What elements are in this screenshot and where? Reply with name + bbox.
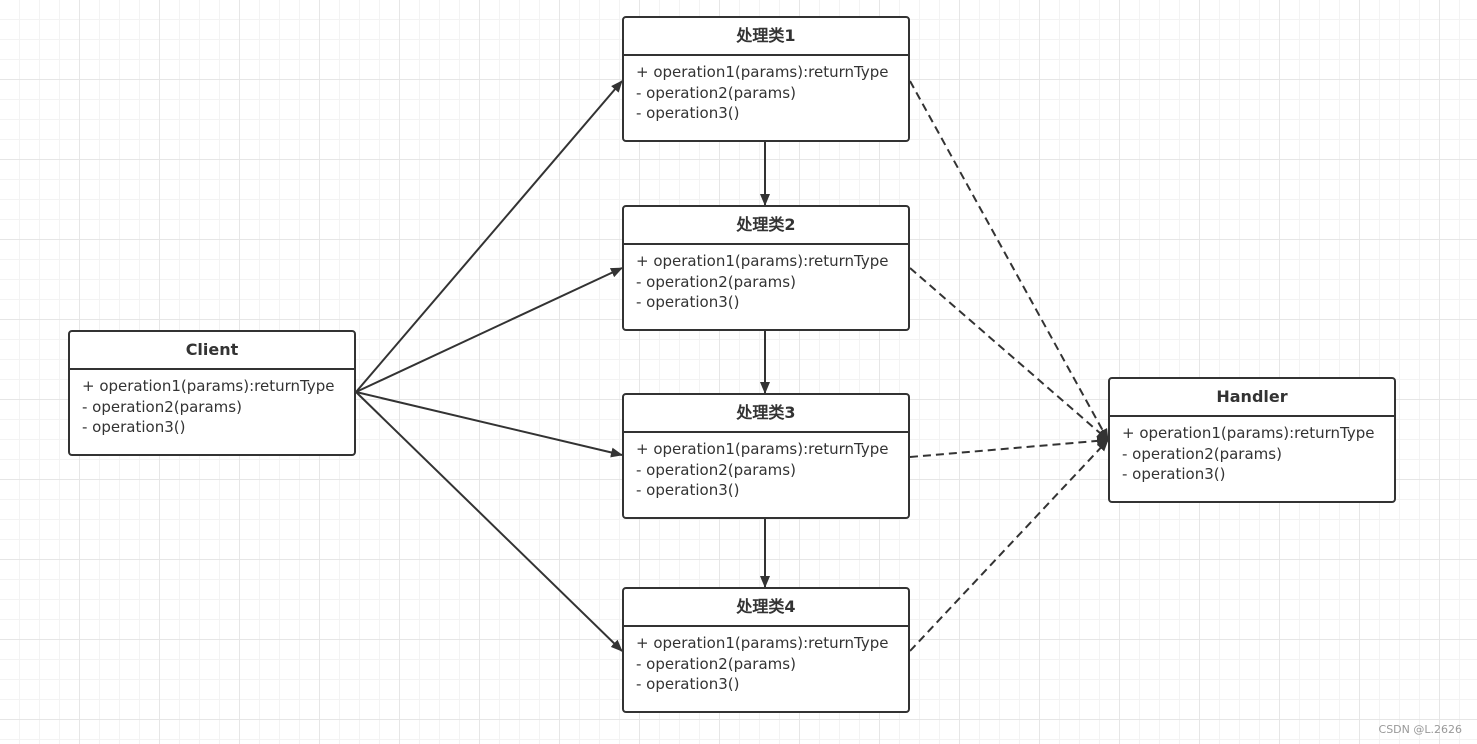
class-box-handler3[interactable]: 处理类3 + operation1(params):returnType - o… [622,393,910,519]
association-client-handler1 [355,80,623,393]
class-member: + operation1(params):returnType [636,252,889,270]
association-client-handler4 [355,391,623,652]
class-member: - operation2(params) [82,397,242,416]
class-member: - operation3() [636,293,740,311]
class-member: + operation1(params):returnType [636,63,889,81]
class-name: Client [70,332,354,370]
class-member: - operation3() [1122,465,1226,483]
class-member: - operation3() [636,675,740,693]
class-member: + operation1(params):returnType [636,634,889,652]
class-member: + operation1(params):returnType [1122,424,1375,442]
class-name: 处理类1 [624,18,908,56]
class-member: - operation3() [636,481,740,499]
realization-handler3-handler [909,435,1109,458]
class-member: - operation2(params) [1122,444,1282,463]
watermark-text: CSDN @L.2626 [1378,723,1462,736]
class-members: + operation1(params):returnType - operat… [1110,417,1394,485]
realization-handler4-handler [909,439,1109,652]
class-box-handler-interface[interactable]: Handler + operation1(params):returnType … [1108,377,1396,503]
class-members: + operation1(params):returnType - operat… [624,56,908,124]
class-name: 处理类4 [624,589,908,627]
association-client-handler3 [355,391,623,458]
class-box-client[interactable]: Client + operation1(params):returnType -… [68,330,356,456]
class-name: 处理类3 [624,395,908,433]
class-members: + operation1(params):returnType - operat… [624,627,908,695]
class-box-handler4[interactable]: 处理类4 + operation1(params):returnType - o… [622,587,910,713]
class-member: - operation2(params) [636,460,796,479]
class-member: - operation2(params) [636,272,796,291]
class-member: + operation1(params):returnType [636,440,889,458]
class-box-handler1[interactable]: 处理类1 + operation1(params):returnType - o… [622,16,910,142]
class-members: + operation1(params):returnType - operat… [624,433,908,501]
class-box-handler2[interactable]: 处理类2 + operation1(params):returnType - o… [622,205,910,331]
class-member: - operation3() [636,104,740,122]
class-name: Handler [1110,379,1394,417]
class-name: 处理类2 [624,207,908,245]
class-member: + operation1(params):returnType [82,377,335,395]
class-member: - operation2(params) [636,654,796,673]
class-member: - operation3() [82,418,186,436]
realization-handler2-handler [909,267,1109,441]
class-members: + operation1(params):returnType - operat… [70,370,354,438]
association-client-handler2 [355,267,623,393]
class-members: + operation1(params):returnType - operat… [624,245,908,313]
class-member: - operation2(params) [636,83,796,102]
realization-handler1-handler [909,80,1109,441]
